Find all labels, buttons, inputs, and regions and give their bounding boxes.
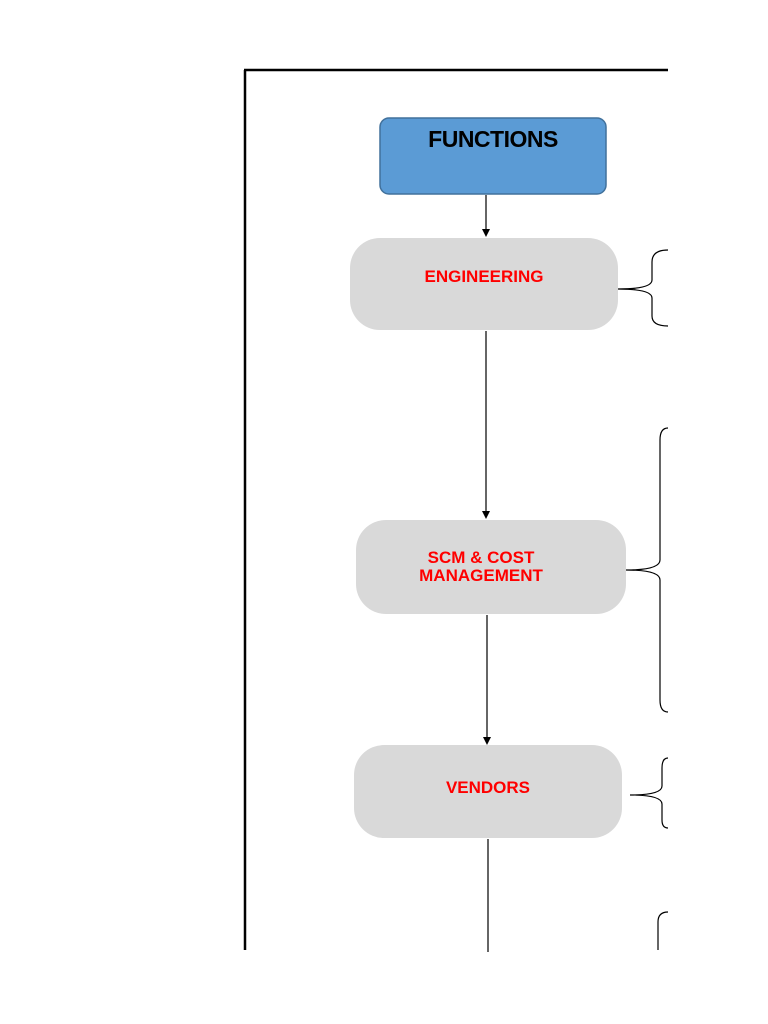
- vendors-brace: [629, 757, 669, 829]
- bottom-brace: [657, 911, 669, 950]
- scm-node: [356, 520, 626, 614]
- vendors-node: [354, 745, 622, 838]
- scm-brace: [625, 427, 669, 713]
- engineering-label: ENGINEERING: [424, 267, 544, 287]
- scm-cost-management-label: SCM & COST MANAGEMENT: [419, 548, 543, 585]
- functions-label: FUNCTIONS: [428, 125, 558, 152]
- engineering-node: [350, 238, 618, 330]
- vendors-label: VENDORS: [445, 778, 531, 798]
- engineering-brace: [617, 249, 669, 327]
- functions-box: [379, 117, 607, 195]
